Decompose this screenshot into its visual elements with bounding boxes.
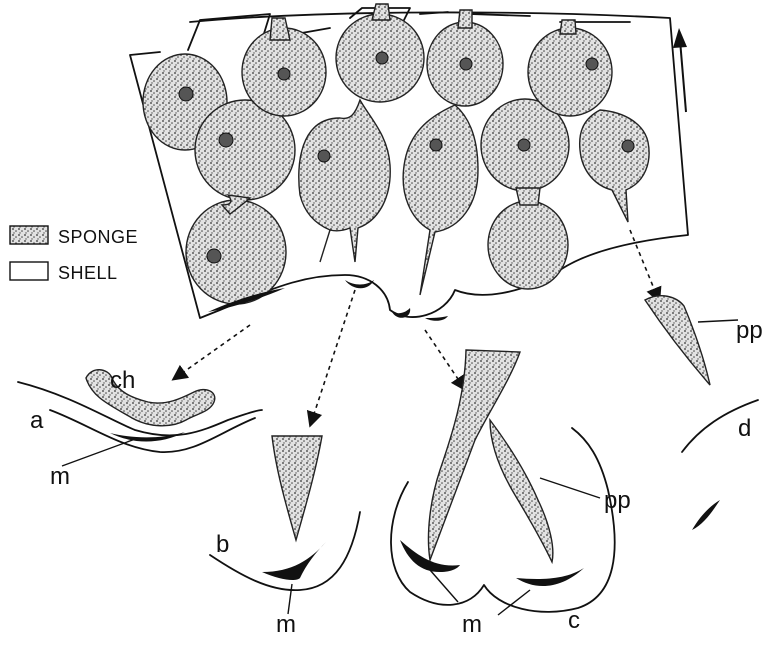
detail-d-muscle [692,500,720,530]
detail-d: pp d [645,296,763,530]
detail-c-sponge-right [490,420,553,562]
legend-sponge-swatch [10,226,48,244]
sponge-stalk [372,4,390,20]
sponge-lobe [488,201,568,289]
label-pp-c: pp [604,487,631,514]
legend-shell-swatch [10,262,48,280]
dashed-arrow-to-a [178,325,250,376]
label-d: d [738,415,751,442]
sponge-stalk [270,18,290,40]
sponge-lobe [186,200,286,304]
detail-a: ch a m [18,367,262,490]
label-a: a [30,407,44,434]
detail-d-sponge-spike [645,296,710,385]
label-b: b [216,531,229,558]
leader-pp-d [698,320,738,322]
detail-b: b m [210,436,360,638]
leader-a-m [62,438,138,466]
sponge-lobes [143,4,649,304]
detail-a-sponge-crust [86,370,215,426]
detail-b-sponge-spike [272,436,322,540]
sponge-neck [516,188,540,205]
sponge-pear [403,105,478,295]
sponge-stalk [458,10,472,28]
detail-c: pp m c [391,350,631,638]
detail-c-muscle-right [516,568,584,586]
legend-sponge-label: SPONGE [58,227,138,247]
detail-b-muscle [262,542,326,580]
legend-shell-label: SHELL [58,263,118,283]
label-c: c [568,607,580,634]
dashed-arrow-to-b [312,290,355,420]
label-ch: ch [110,367,135,394]
muscle-scar-top [425,316,448,321]
leader-c-m-left [430,570,458,602]
dashed-arrow-to-c [425,330,462,385]
sponge-stalk [560,20,576,34]
sponge-pear [580,110,649,222]
leader-pp-c [540,478,600,498]
label-c-m: m [462,611,482,638]
leader-b-m [288,584,292,614]
sponge-pear [299,100,390,262]
sponge-lobe [528,28,612,116]
label-pp-d: pp [736,317,763,344]
legend: SPONGE SHELL [10,226,138,283]
label-b-m: m [276,611,296,638]
label-a-m: m [50,463,70,490]
